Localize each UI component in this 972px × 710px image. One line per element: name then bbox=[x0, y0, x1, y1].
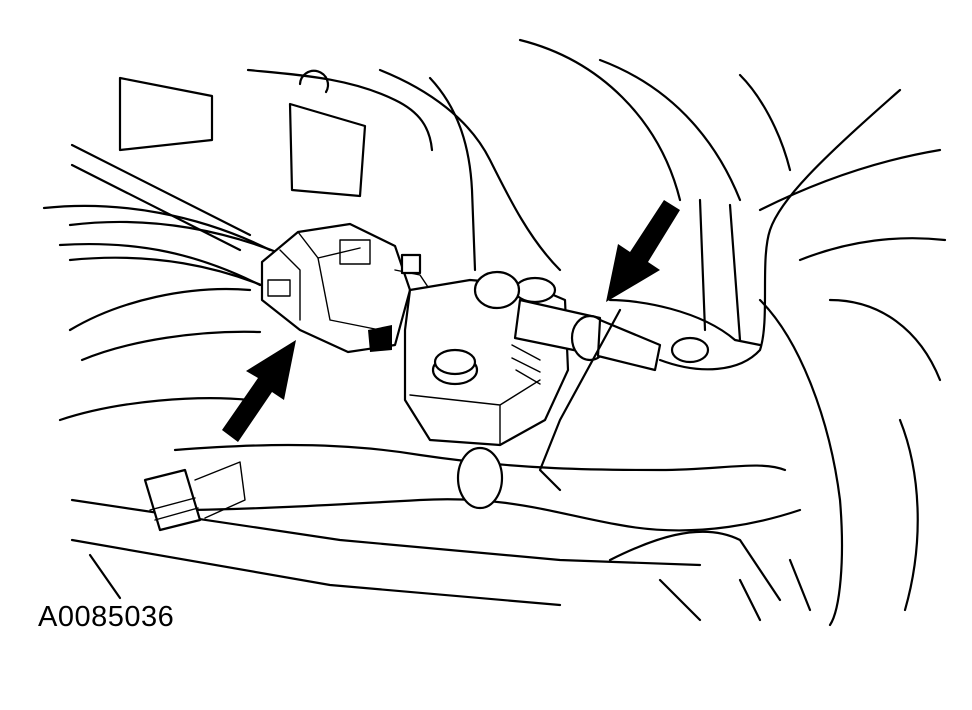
arrow-connector-callout bbox=[222, 340, 296, 442]
mounting-bracket bbox=[538, 88, 902, 492]
arrow-up-right-icon bbox=[222, 340, 296, 442]
engine-background-lines bbox=[42, 38, 947, 627]
solenoid-valve-body bbox=[403, 270, 662, 447]
arrow-down-left-icon bbox=[606, 200, 680, 302]
figure-reference-id: A0085036 bbox=[38, 601, 175, 633]
vacuum-hose-lower bbox=[143, 443, 802, 532]
arrow-hose-callout bbox=[606, 200, 680, 302]
